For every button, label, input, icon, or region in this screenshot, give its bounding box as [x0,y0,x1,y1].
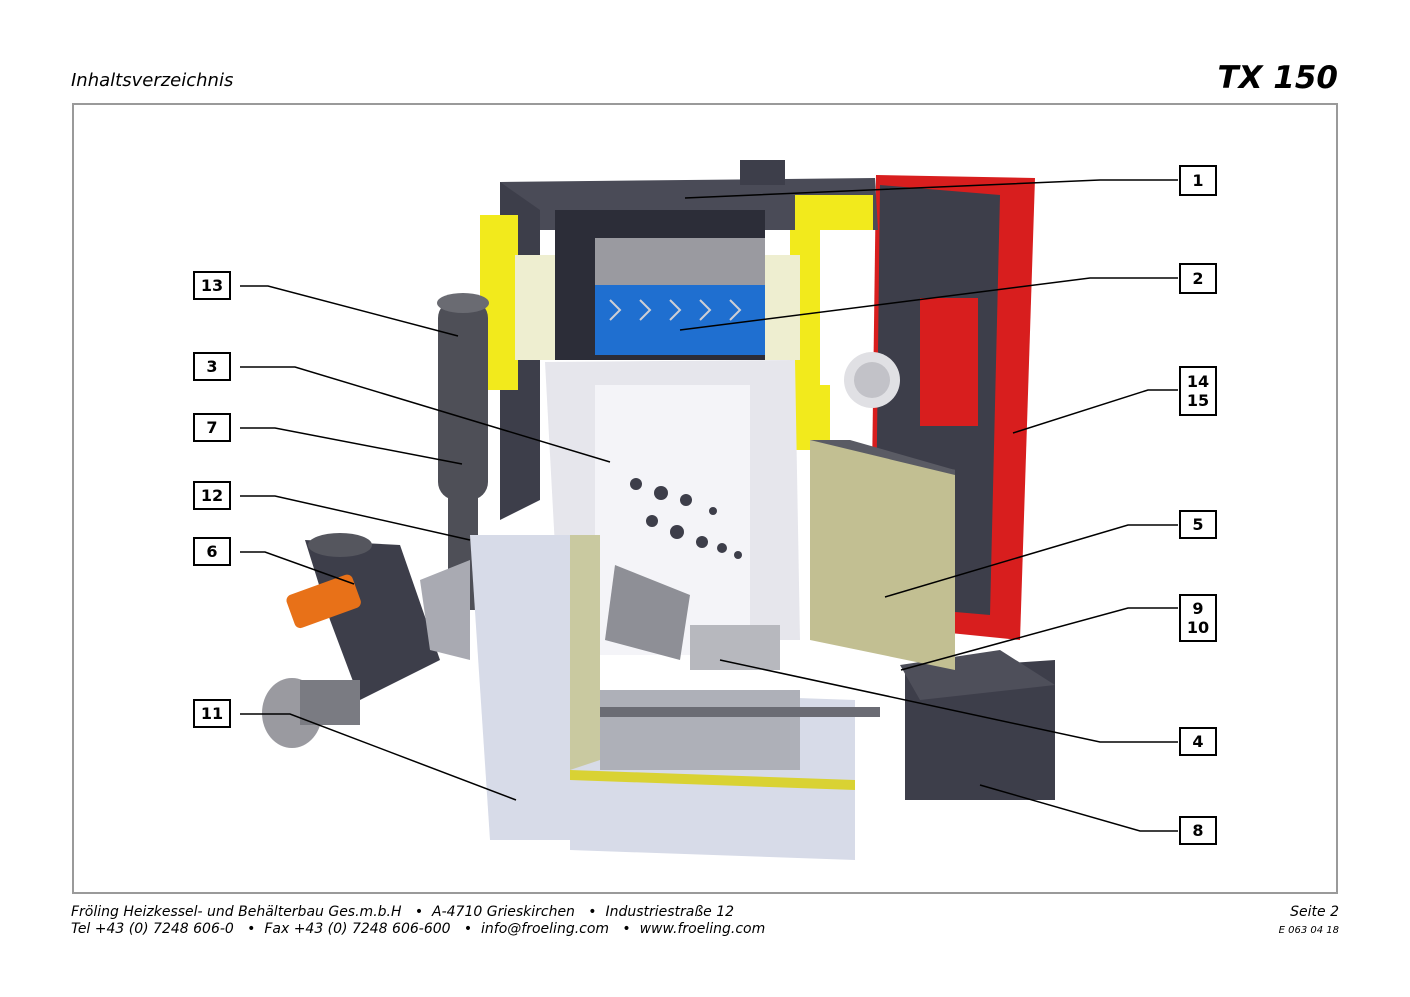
callout-2: 2 [1179,263,1217,294]
callout-12: 12 [193,481,231,510]
footer-company: Fröling Heizkessel- und Behälterbau Ges.… [71,904,735,920]
callout-10: 10 [1186,618,1210,637]
callout-14: 14 [1186,372,1210,391]
drawing-frame [72,103,1338,894]
model-title: TX 150 [1217,60,1338,96]
callout-8: 8 [1179,816,1217,845]
callout-3: 3 [193,352,231,381]
callout-13: 13 [193,271,231,300]
callout-4: 4 [1179,727,1217,756]
callout-6: 6 [193,537,231,566]
callout-9: 9 [1192,599,1204,618]
document-code: E 063 04 18 [1278,925,1339,936]
footer-contact: Tel +43 (0) 7248 606-0 • Fax +43 (0) 724… [71,921,766,937]
callout-9-10: 9 10 [1179,594,1217,642]
callout-1: 1 [1179,165,1217,196]
page-number: Seite 2 [1290,904,1339,920]
callout-5: 5 [1179,510,1217,539]
callout-7: 7 [193,413,231,442]
section-title: Inhaltsverzeichnis [71,70,234,91]
callout-11: 11 [193,699,231,728]
callout-14-15: 14 15 [1179,366,1217,416]
callout-15: 15 [1186,391,1210,410]
